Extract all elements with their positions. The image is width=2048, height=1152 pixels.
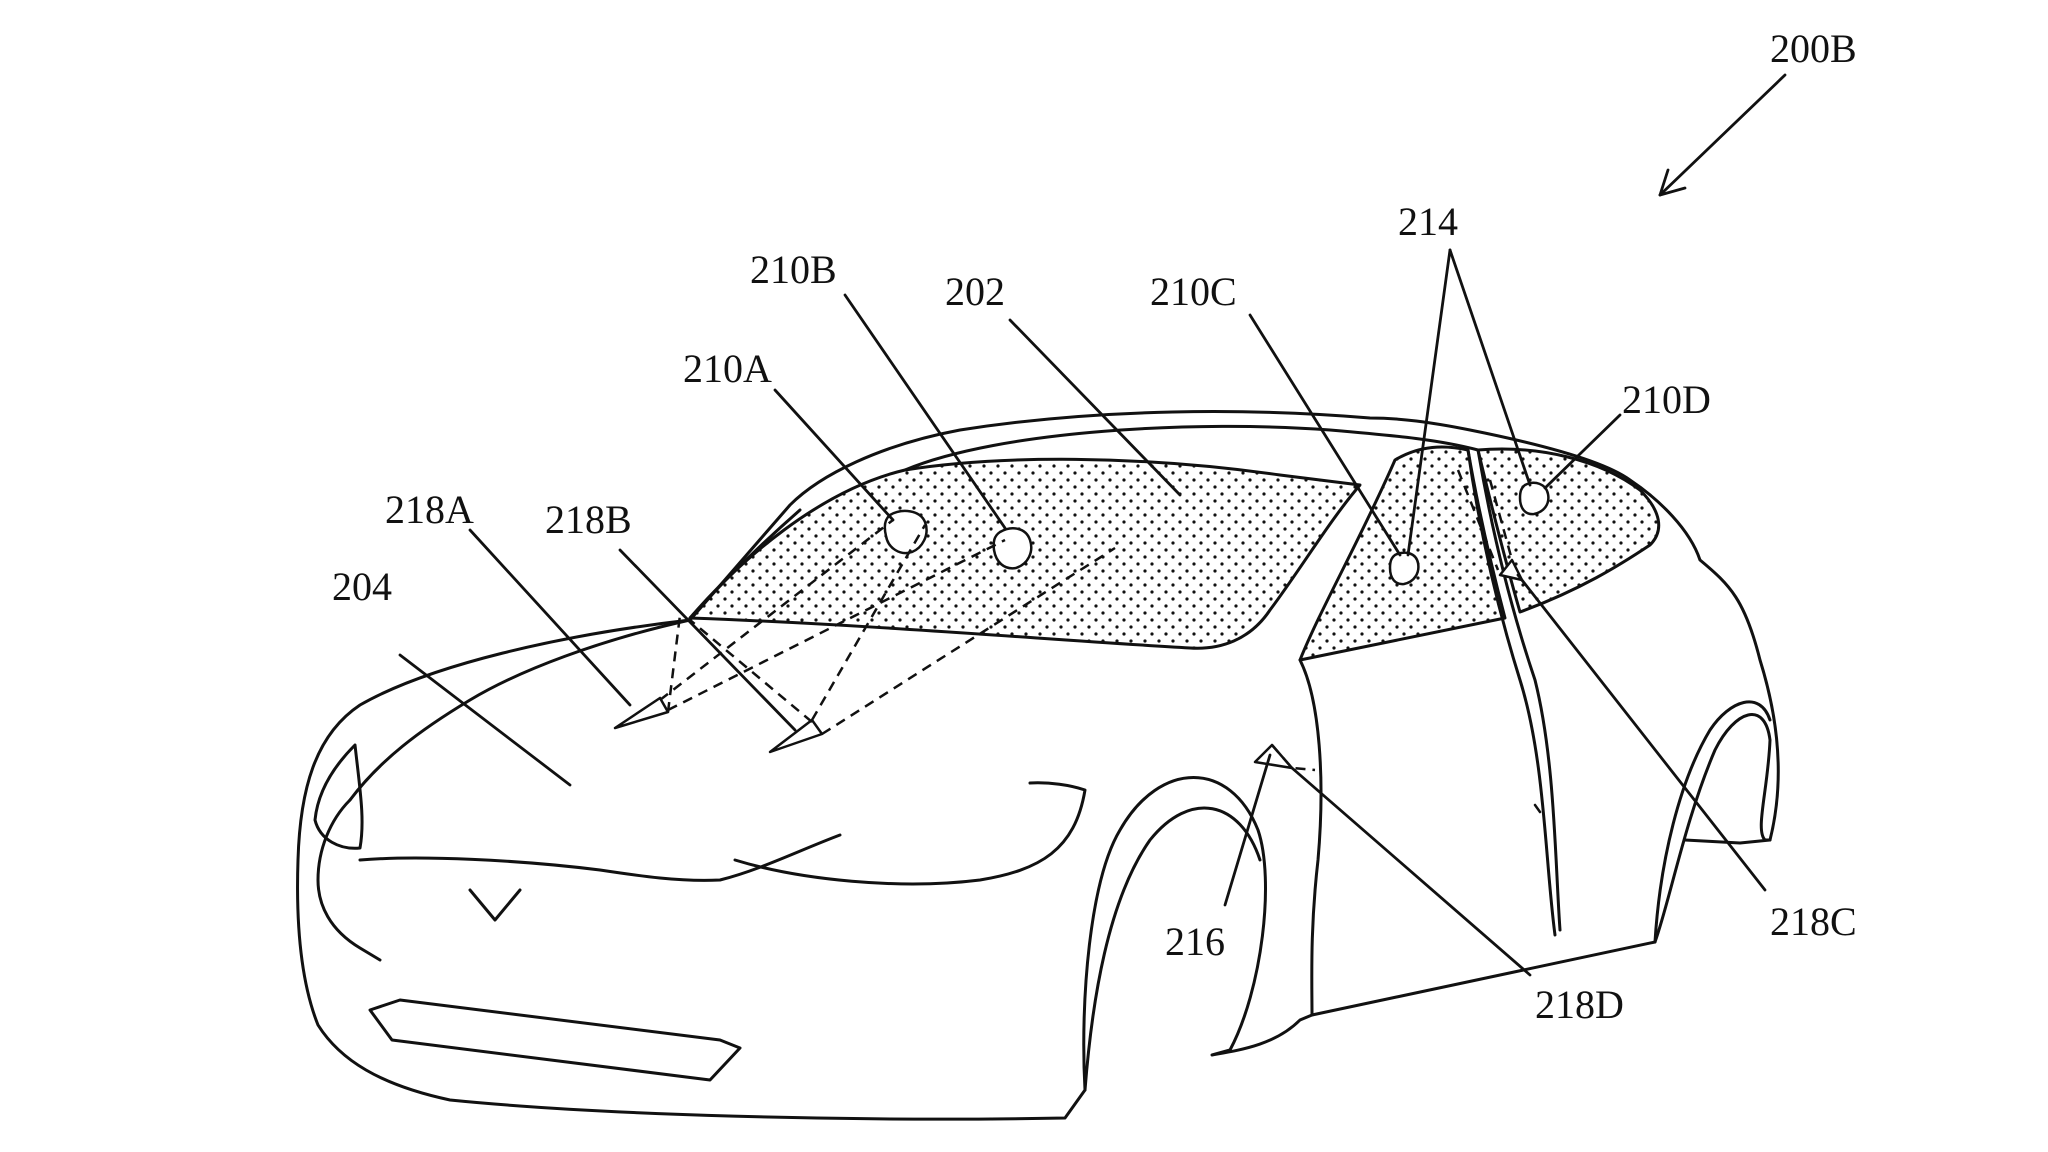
label-210C: 210C [1150, 269, 1237, 314]
emitter-218B [768, 718, 824, 754]
label-218D: 218D [1535, 982, 1624, 1027]
label-210D: 210D [1622, 377, 1711, 422]
spray-218B-1 [810, 524, 927, 721]
leader-210D [1543, 413, 1622, 490]
leader-lines [398, 73, 1787, 977]
nose-vent [468, 888, 522, 922]
sensor-210B [992, 527, 1033, 570]
door-handle [1533, 803, 1542, 814]
leader-216 [1223, 753, 1272, 907]
leader-204 [398, 653, 572, 787]
spray-218B-3 [689, 619, 813, 723]
leader-210B [843, 293, 1007, 530]
hood-line [348, 618, 692, 802]
emitter-218C [1498, 558, 1524, 582]
leader-214-b [1448, 248, 1532, 487]
emitters [613, 558, 1524, 770]
leader-218C [1516, 573, 1767, 892]
rear-wheel-arch [1653, 700, 1772, 944]
reference-labels: 200B 202 204 210A 210B 210C 210D 214 216… [332, 26, 1857, 1027]
spray-218A-2 [667, 538, 1006, 712]
spray-218C-1 [1456, 469, 1500, 571]
label-202: 202 [945, 269, 1005, 314]
b-pillar-line-2 [1476, 448, 1562, 932]
emitter-218D [1253, 743, 1294, 770]
label-214: 214 [1398, 199, 1458, 244]
spray-218A-1 [659, 519, 894, 701]
label-218C: 218C [1770, 899, 1857, 944]
label-200B: 200B [1770, 26, 1857, 71]
leader-202 [1008, 318, 1182, 497]
headlight [313, 743, 364, 850]
rear-bumper [1683, 838, 1772, 845]
leader-218A [468, 528, 632, 707]
leader-218D [1290, 766, 1532, 977]
leader-210A [773, 388, 895, 522]
label-210A: 210A [683, 346, 772, 391]
lower-grille [368, 998, 742, 1082]
roof-line [903, 424, 1480, 472]
spray-218C-2 [1488, 479, 1514, 561]
leader-218B [618, 548, 797, 732]
spray-218B-2 [821, 546, 1116, 736]
front-wheel-arch [1083, 806, 1262, 1092]
spray-paths [659, 469, 1514, 772]
hood-lower [733, 781, 1087, 886]
label-218A: 218A [385, 487, 474, 532]
label-210B: 210B [750, 247, 837, 292]
car-body [296, 410, 1780, 1121]
leader-200B [1658, 73, 1787, 197]
label-204: 204 [332, 564, 392, 609]
nose-line [358, 833, 842, 882]
arrowhead-200B [1658, 168, 1687, 197]
front-fascia [316, 798, 382, 962]
spray-218A-3 [666, 614, 682, 713]
leader-214-a [1406, 248, 1452, 557]
a-pillar [688, 508, 802, 620]
sensor-210C [1388, 551, 1420, 586]
door-front-edge [1298, 658, 1323, 1017]
sensors [883, 481, 1550, 586]
emitter-218A [613, 696, 670, 730]
label-216: 216 [1165, 919, 1225, 964]
leader-210C [1248, 313, 1402, 557]
label-218B: 218B [545, 497, 632, 542]
